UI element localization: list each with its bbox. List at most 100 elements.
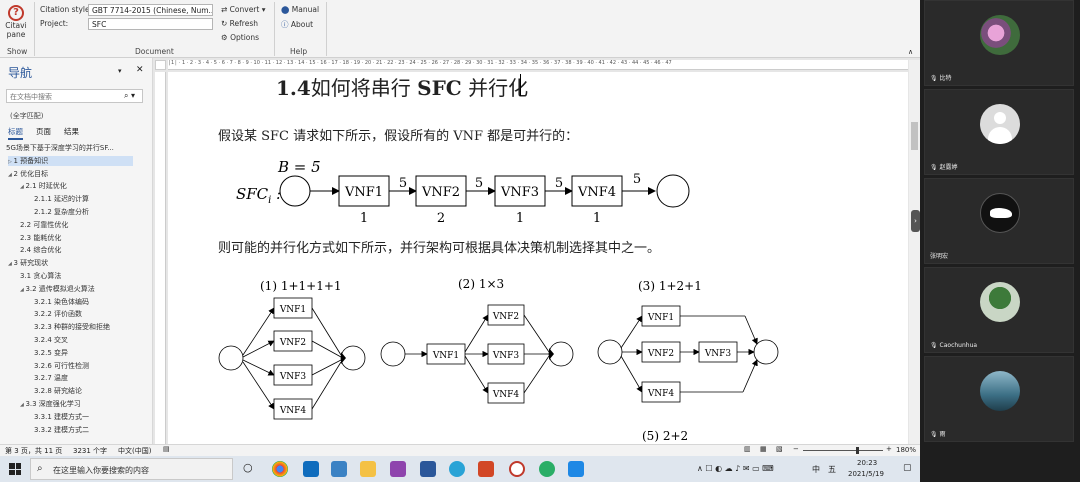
nav-heading-label: 5G场景下基于深度学习的并行SF... — [6, 144, 114, 152]
view-read-icon[interactable]: ▥ — [744, 445, 751, 453]
nav-heading-item[interactable]: 2.1.2 复杂度分析 — [34, 207, 89, 217]
expand-arrow-icon[interactable]: ◢ — [20, 286, 26, 293]
vertical-scrollbar[interactable] — [909, 60, 920, 444]
nav-heading-item[interactable]: 2.4 综合优化 — [20, 245, 61, 255]
refresh-button[interactable]: ↻ Refresh — [221, 19, 258, 28]
avatar — [980, 104, 1020, 144]
zoom-slider[interactable] — [803, 447, 883, 454]
project-select[interactable]: SFC — [88, 18, 213, 30]
nav-heading-item[interactable]: 2.2 可靠性优化 — [20, 220, 68, 230]
nav-heading-item[interactable]: ▷ 1 预备知识 — [8, 155, 133, 166]
nav-heading-item[interactable]: 5G场景下基于深度学习的并行SF... — [6, 143, 114, 153]
nav-heading-item[interactable]: 3.3.2 建模方式二 — [34, 425, 89, 435]
search-icon[interactable]: ⌕ ▾ — [124, 91, 136, 100]
media-app-icon[interactable] — [390, 461, 406, 477]
nav-heading-label: 1 预备知识 — [13, 156, 49, 165]
participant-tile[interactable]: 🎙 Caochunhua — [924, 267, 1074, 353]
participant-tile[interactable]: 🎙 比特 — [924, 0, 1074, 86]
nav-heading-item[interactable]: 3.2.5 变异 — [34, 348, 68, 358]
taskbar-search[interactable]: ⌕ 在这里输入你要搜索的内容 — [30, 458, 233, 480]
participant-tile[interactable]: 🎙 雨 — [924, 356, 1074, 442]
zoom-in-button[interactable]: + — [886, 445, 892, 453]
tab-headings[interactable]: 标题 — [8, 126, 23, 140]
powerpoint-icon[interactable] — [478, 461, 494, 477]
nav-heading-item[interactable]: ◢ 2.1 时延优化 — [20, 181, 67, 191]
tab-pages[interactable]: 页面 — [36, 127, 51, 136]
zoom-level[interactable]: 180% — [896, 446, 917, 454]
nav-heading-item[interactable]: ◢ 3.3 深度强化学习 — [20, 399, 81, 409]
word-count[interactable]: 3231 个字 — [73, 447, 108, 455]
nav-heading-label: 3.2.6 可行性检测 — [34, 361, 90, 370]
clock-time[interactable]: 20:23 — [857, 459, 878, 467]
nav-heading-item[interactable]: 3.1 贪心算法 — [20, 271, 61, 281]
calculator-icon[interactable] — [331, 461, 347, 477]
scroll-thumb[interactable] — [911, 122, 918, 150]
nav-heading-item[interactable]: 3.2.1 染色体编码 — [34, 297, 89, 307]
nav-heading-item[interactable]: 2.3 能耗优化 — [20, 233, 61, 243]
nav-heading-item[interactable]: 3.2.6 可行性检测 — [34, 361, 89, 371]
horizontal-ruler[interactable]: │1│ · 1 · 2 · 3 · 4 · 5 · 6 · 7 · 8 · 9 … — [168, 60, 908, 70]
nav-heading-item[interactable]: 3.2.3 种群的接受和拒绝 — [34, 322, 110, 332]
view-print-icon[interactable]: ▦ — [760, 445, 767, 453]
notification-icon[interactable]: ▢ — [903, 463, 912, 473]
expand-arrow-icon[interactable]: ▷ — [8, 158, 14, 165]
page-count[interactable]: 第 3 页，共 11 页 — [5, 447, 63, 455]
divider — [326, 2, 327, 56]
system-tray[interactable]: ∧ ☐ ◐ ☁ ♪ ✉ ▭ ⌨ — [697, 464, 774, 473]
mail-icon[interactable] — [303, 461, 319, 477]
ime-mode-indicator[interactable]: 五 — [828, 465, 836, 474]
meeting-app-icon[interactable] — [449, 461, 465, 477]
tab-results[interactable]: 结果 — [64, 127, 79, 136]
citation-style-select[interactable]: GBT 7714-2015 (Chinese, Num... — [88, 4, 213, 16]
nav-heading-item[interactable]: 3.2.8 研究结论 — [34, 386, 82, 396]
close-icon[interactable]: ✕ — [136, 65, 144, 75]
nav-heading-label: 2.4 综合优化 — [20, 246, 62, 255]
about-button[interactable]: ⓘ About — [281, 19, 313, 30]
collapse-ribbon-icon[interactable]: ∧ — [908, 48, 914, 56]
nav-heading-item[interactable]: 3.3.1 建模方式一 — [34, 412, 89, 422]
citavi-label: Citavi — [5, 21, 27, 30]
options-button[interactable]: ⚙ Options — [221, 33, 259, 42]
task-view-icon[interactable]: ○ — [243, 461, 253, 474]
proofing-icon[interactable]: ▤ — [163, 445, 170, 453]
word-icon[interactable] — [420, 461, 436, 477]
citavi-icon: ? — [8, 5, 24, 21]
participant-tile[interactable]: 张明宏 — [924, 178, 1074, 264]
expand-arrow-icon[interactable]: ◢ — [20, 402, 26, 408]
nav-heading-item[interactable]: 3.2.7 温度 — [34, 373, 68, 383]
citavi-icon[interactable] — [509, 461, 525, 477]
view-web-icon[interactable]: ▧ — [776, 445, 783, 453]
convert-button[interactable]: ⇄ Convert ▾ — [221, 5, 266, 14]
citavi-pane-button[interactable]: ? Citavi pane — [4, 5, 28, 45]
nav-heading-item[interactable]: 3.2.2 评价函数 — [34, 309, 82, 319]
ime-indicator[interactable]: 中 — [812, 465, 820, 474]
nav-heading-item[interactable]: 3.2.4 交叉 — [34, 335, 68, 345]
expand-arrow-icon[interactable]: ◢ — [8, 171, 14, 178]
gear-icon: ⚙ — [221, 33, 231, 42]
zoom-out-button[interactable]: − — [793, 445, 799, 453]
chrome-icon[interactable] — [272, 461, 288, 477]
nav-heading-item[interactable]: ◢ 3 研究现状 — [8, 258, 48, 268]
clock-date[interactable]: 2021/5/19 — [848, 470, 884, 478]
document-page[interactable]: 1.4如何将串行 SFC 并行化 假设某 SFC 请求如下所示，假设所有的 VN… — [168, 72, 908, 444]
wechat-icon[interactable] — [539, 461, 555, 477]
diagram-3-vnf: VNF1 — [641, 305, 681, 327]
file-explorer-icon[interactable] — [360, 461, 376, 477]
zoom-thumb[interactable] — [856, 447, 859, 454]
windows-start-icon[interactable] — [9, 463, 21, 475]
participant-tile[interactable]: 🎙 赵露婷 — [924, 89, 1074, 175]
nav-heading-item[interactable]: ◢ 2 优化目标 — [8, 169, 48, 179]
tencent-meeting-icon[interactable] — [568, 461, 584, 477]
chain-vnf-label: VNF1 — [344, 185, 383, 200]
language[interactable]: 中文(中国) — [118, 447, 152, 455]
nav-heading-item[interactable]: ◢ 3.2 遗传模拟退火算法 — [20, 284, 95, 294]
manual-button[interactable]: ⬤ Manual — [281, 5, 319, 14]
nav-options-icon[interactable]: ▾ — [118, 67, 122, 75]
nav-heading-item[interactable]: 2.1.1 延迟的计算 — [34, 194, 89, 204]
expand-arrow-icon[interactable]: ◢ — [8, 261, 14, 268]
panel-collapse-handle[interactable]: › — [911, 210, 920, 232]
nav-search-box[interactable]: 在文档中搜索 ⌕ ▾ — [6, 89, 143, 103]
expand-arrow-icon[interactable]: ◢ — [20, 184, 26, 191]
link-label: 5 — [399, 176, 407, 191]
vertical-ruler[interactable] — [155, 72, 166, 444]
